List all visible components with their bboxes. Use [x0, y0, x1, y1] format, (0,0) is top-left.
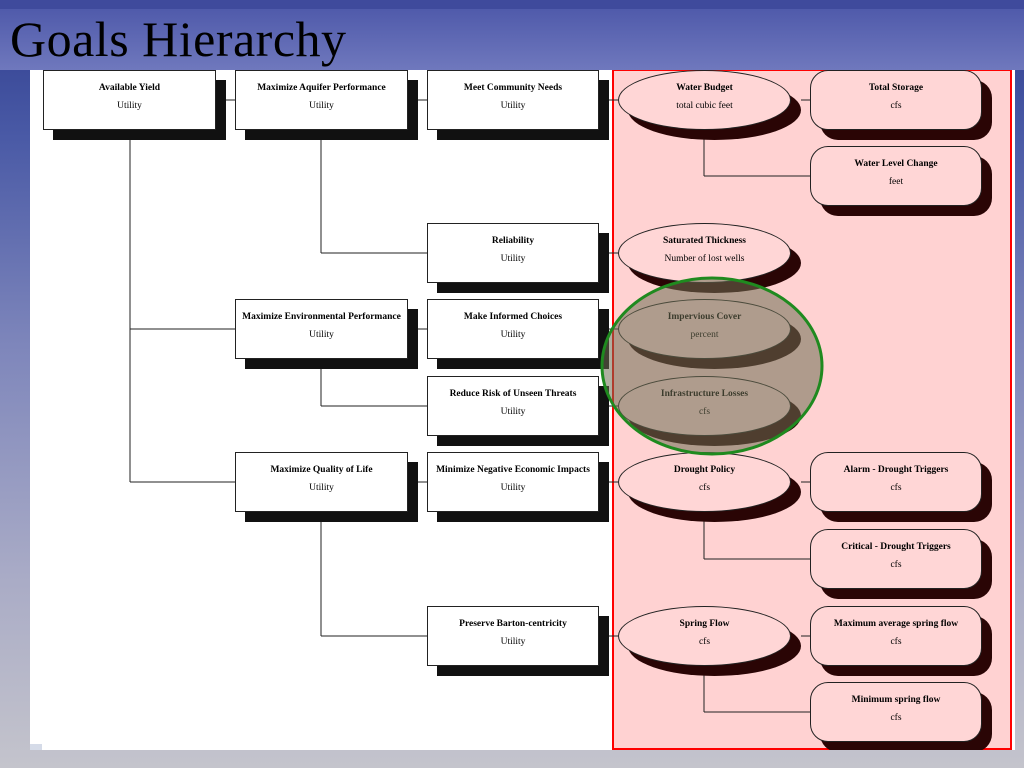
node-preserve-barton-centricity: Preserve Barton-centricity Utility [427, 606, 609, 676]
node-unit: cfs [890, 637, 902, 647]
node-unit: cfs [698, 483, 711, 493]
node-label: Drought Policy [673, 465, 736, 475]
node-label: Minimum spring flow [851, 695, 941, 705]
node-label: Alarm - Drought Triggers [843, 465, 949, 475]
node-unit: total cubic feet [676, 101, 733, 111]
node-maximize-environmental-performance: Maximize Environmental Performance Utili… [235, 299, 418, 369]
node-label: Critical - Drought Triggers [841, 542, 951, 552]
node-drought-policy: Drought Policy cfs [618, 452, 801, 522]
node-label: Reduce Risk of Unseen Threats [449, 389, 577, 399]
node-water-level-change: Water Level Change feet [810, 146, 992, 216]
node-unit: percent [690, 330, 719, 340]
node-unit: Utility [500, 407, 526, 417]
node-label: Maximize Environmental Performance [242, 312, 401, 322]
node-unit: Utility [500, 483, 526, 493]
node-water-budget: Water Budget total cubic feet [618, 70, 801, 140]
node-label: Water Budget [676, 83, 733, 93]
node-unit: Utility [309, 101, 334, 111]
node-reliability: Reliability Utility [427, 223, 609, 293]
node-unit: Utility [500, 101, 526, 111]
node-available-yield: Available Yield Utility [43, 70, 226, 140]
node-label: Meet Community Needs [463, 83, 563, 93]
node-unit: Utility [117, 101, 142, 111]
node-unit: cfs [890, 101, 902, 111]
node-minimize-negative-economic-impacts: Minimize Negative Economic Impacts Utili… [427, 452, 609, 522]
node-alarm-drought-triggers: Alarm - Drought Triggers cfs [810, 452, 992, 522]
node-critical-drought-triggers: Critical - Drought Triggers cfs [810, 529, 992, 599]
node-label: Reliability [491, 236, 535, 246]
title-band [0, 0, 1024, 70]
node-unit: cfs [698, 637, 711, 647]
node-label: Make Informed Choices [463, 312, 563, 322]
node-label: Infrastructure Losses [660, 389, 749, 399]
node-infrastructure-losses: Infrastructure Losses cfs [618, 376, 801, 446]
node-saturated-thickness: Saturated Thickness Number of lost wells [618, 223, 801, 293]
node-label: Total Storage [868, 83, 924, 93]
node-label: Saturated Thickness [663, 236, 746, 246]
node-maximize-aquifer-performance: Maximize Aquifer Performance Utility [235, 70, 418, 140]
node-total-storage: Total Storage cfs [810, 70, 992, 140]
diagram-canvas: Available Yield Utility Maximize Aquifer… [30, 70, 1015, 750]
slide-title: Goals Hierarchy [10, 11, 347, 67]
node-unit: Utility [500, 637, 526, 647]
node-unit: cfs [890, 713, 902, 723]
node-minimum-spring-flow: Minimum spring flow cfs [810, 682, 992, 750]
node-unit: Utility [309, 483, 334, 493]
node-unit: Utility [500, 330, 526, 340]
node-unit: Utility [500, 254, 526, 264]
node-label: Water Level Change [854, 159, 938, 169]
node-spring-flow: Spring Flow cfs [618, 606, 801, 676]
node-label: Spring Flow [679, 619, 730, 629]
node-maximum-average-spring-flow: Maximum average spring flow cfs [810, 606, 992, 676]
node-unit: Utility [309, 330, 334, 340]
node-unit: Number of lost wells [664, 254, 745, 264]
node-make-informed-choices: Make Informed Choices Utility [427, 299, 609, 369]
node-unit: feet [888, 177, 904, 187]
node-unit: cfs [890, 560, 902, 570]
node-label: Preserve Barton-centricity [459, 619, 567, 629]
node-maximize-quality-of-life: Maximize Quality of Life Utility [235, 452, 418, 522]
node-unit: cfs [890, 483, 902, 493]
node-unit: cfs [698, 407, 711, 417]
node-label: Maximum average spring flow [833, 619, 959, 629]
node-meet-community-needs: Meet Community Needs Utility [427, 70, 609, 140]
node-label: Maximize Aquifer Performance [257, 83, 386, 93]
node-reduce-risk-of-unseen-threats: Reduce Risk of Unseen Threats Utility [427, 376, 609, 446]
node-impervious-cover: Impervious Cover percent [618, 299, 801, 369]
node-label: Impervious Cover [667, 312, 742, 322]
node-label: Maximize Quality of Life [270, 465, 373, 475]
node-label: Minimize Negative Economic Impacts [436, 465, 590, 475]
node-label: Available Yield [98, 83, 161, 93]
canvas-scroll-stub [30, 744, 42, 750]
title-band-stripe [0, 0, 1024, 9]
